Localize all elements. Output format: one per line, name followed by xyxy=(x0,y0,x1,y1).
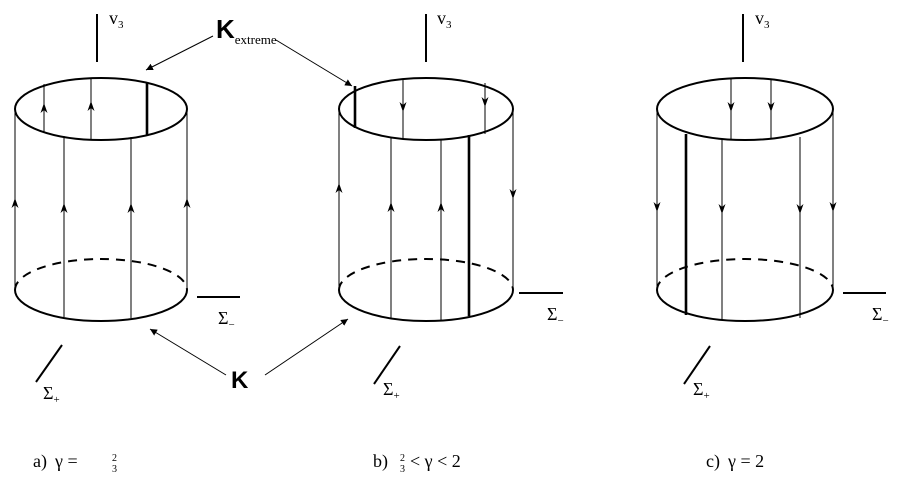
panel-b-arrow-4 xyxy=(509,189,517,199)
panel-c-top-arrow-1 xyxy=(727,102,735,112)
panel-c-sigma-plus-axis xyxy=(683,345,711,385)
panel-b-arrow-1 xyxy=(335,183,343,193)
panel-a-sigma-plus-axis xyxy=(35,344,63,383)
panel-a-arrow-2 xyxy=(60,203,68,213)
panel-b-arrow-3 xyxy=(437,202,445,212)
panel-c-sigma-plus-label: Σ+ xyxy=(693,379,710,402)
panel-b-top-arrow-2 xyxy=(481,97,489,107)
panel-a-fraction-den: 3 xyxy=(112,464,117,475)
panel-a-sigma-plus-label: Σ+ xyxy=(43,383,60,406)
k-arrow-left xyxy=(149,328,227,376)
panel-a-arrow-1 xyxy=(11,198,19,208)
panel-a-bottom-front xyxy=(14,289,188,322)
annotations: Kextreme K xyxy=(145,14,353,394)
panel-b-bottom-back xyxy=(338,258,514,291)
panel-b-caption-text: < γ < 2 xyxy=(410,451,461,471)
panel-b-v3-label: v3 xyxy=(437,8,452,31)
panel-b: v3 Σ− Σ+ b) 2 3 < γ < 2 xyxy=(335,8,564,475)
panel-b-top-ellipse xyxy=(338,77,514,141)
panel-c-arrow-1 xyxy=(653,202,661,212)
panel-c-arrow-3 xyxy=(796,204,804,214)
panel-c-caption: c)γ = 2 xyxy=(706,451,764,472)
panel-a-top-ellipse xyxy=(14,77,188,141)
panel-c: v3 Σ− Σ+ c)γ = 2 xyxy=(653,8,889,472)
panel-c-v3-label: v3 xyxy=(755,8,770,31)
k-extreme-label: Kextreme xyxy=(216,14,277,47)
panel-c-bottom-front xyxy=(656,289,834,322)
panel-a-bottom-back xyxy=(14,258,188,291)
k-extreme-arrow-left xyxy=(145,35,214,71)
panel-b-caption-prefix: b) xyxy=(373,451,388,472)
panel-c-top-arrow-2 xyxy=(767,102,775,112)
k-arrow-right xyxy=(264,318,349,376)
panel-a-top-arrow-2 xyxy=(87,101,95,111)
panel-b-sigma-minus-label: Σ− xyxy=(547,304,564,327)
panel-a-arrow-3 xyxy=(127,203,135,213)
panel-c-sigma-minus-label: Σ− xyxy=(872,304,889,327)
panel-b-fraction-den: 3 xyxy=(400,464,405,475)
panel-c-bottom-back xyxy=(656,258,834,291)
panel-c-top-ellipse xyxy=(656,77,834,141)
panel-b-arrow-2 xyxy=(387,202,395,212)
k-label: K xyxy=(231,367,249,394)
panel-a-arrow-4 xyxy=(183,198,191,208)
panel-b-top-arrow-1 xyxy=(399,102,407,112)
panel-a-v3-label: v3 xyxy=(109,8,124,31)
panel-b-sigma-plus-label: Σ+ xyxy=(383,379,400,402)
panel-c-arrow-2 xyxy=(718,204,726,214)
k-extreme-arrow-right xyxy=(275,39,353,87)
panel-a-fraction-num: 2 xyxy=(112,453,117,464)
panel-b-bottom-front xyxy=(338,289,514,322)
panel-b-sigma-plus-axis xyxy=(373,345,401,385)
panel-a: v3 Σ− Σ+ a)γ = 2 3 xyxy=(11,8,240,475)
panel-c-arrow-4 xyxy=(829,202,837,212)
panel-a-sigma-minus-label: Σ− xyxy=(218,308,235,331)
panel-b-fraction-num: 2 xyxy=(400,453,405,464)
panel-a-caption: a)γ = xyxy=(33,451,78,472)
panel-a-top-arrow-1 xyxy=(40,103,48,113)
